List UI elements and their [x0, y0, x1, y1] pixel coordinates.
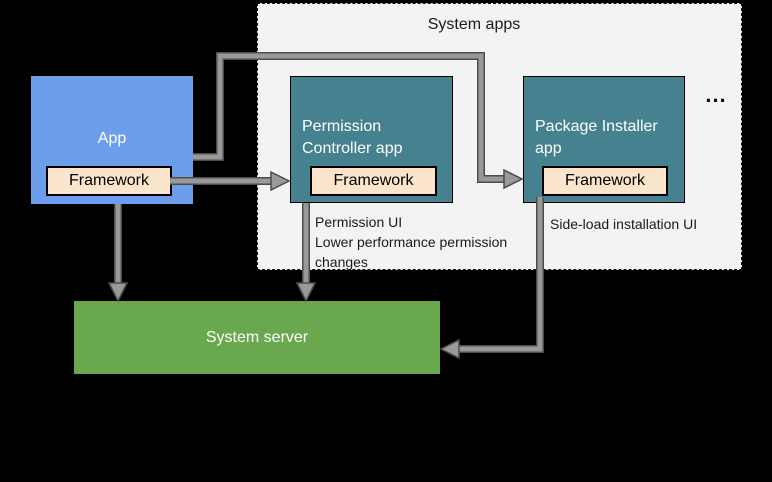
permission-controller-note-line2: Lower performance permission changes: [315, 234, 508, 270]
app-framework-chip: Framework: [46, 166, 172, 196]
permission-controller-framework-chip: Framework: [310, 166, 437, 196]
package-installer-label: Package Installer app: [535, 118, 658, 157]
system-server-label: System server: [205, 328, 309, 346]
arrow-app-to-system-server: [107, 204, 129, 303]
app-node-label: App: [97, 130, 127, 147]
package-installer-framework-label: Framework: [564, 172, 645, 189]
app-framework-label: Framework: [68, 172, 149, 189]
permission-controller-label: Permission Controller app: [302, 118, 403, 157]
more-apps-ellipsis: ...: [705, 82, 727, 107]
permission-controller-framework-label: Framework: [333, 172, 414, 189]
package-installer-note: Side-load installation UI: [550, 216, 698, 232]
package-installer-framework-chip: Framework: [542, 166, 668, 196]
permission-controller-note: Permission UI Lower performance permissi…: [315, 212, 529, 272]
permission-controller-note-line1: Permission UI: [315, 214, 403, 230]
system-server-node: System server: [74, 301, 440, 374]
system-apps-title: System apps: [427, 16, 521, 33]
